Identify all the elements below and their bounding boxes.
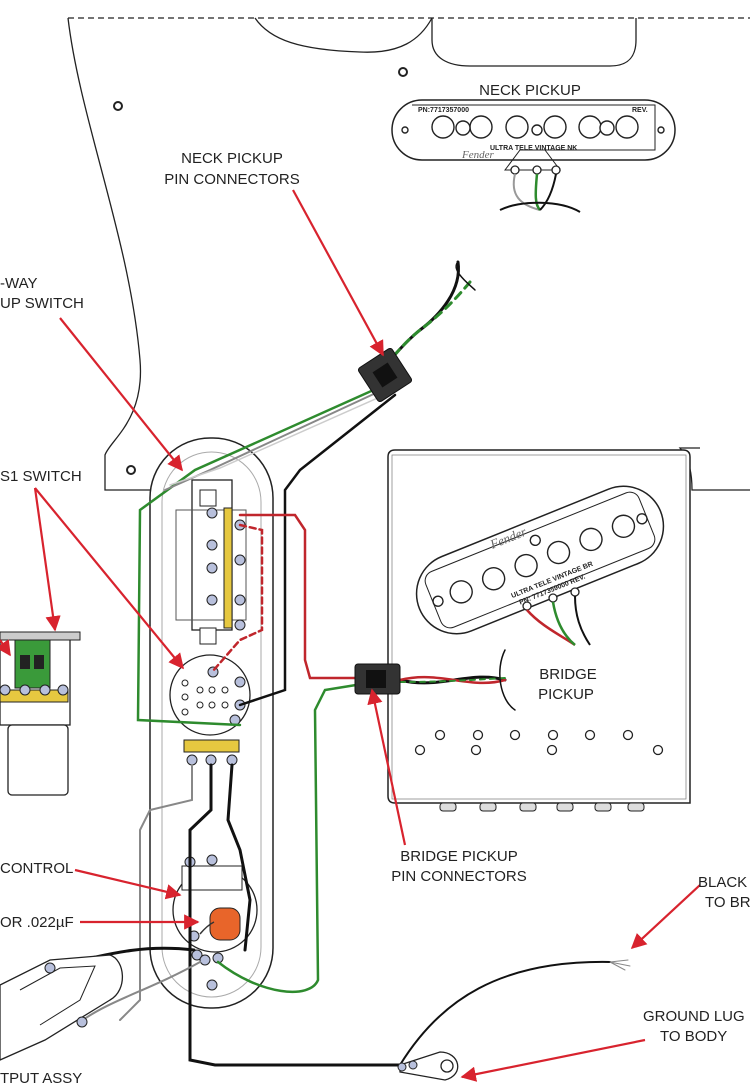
control-label: CONTROL — [0, 860, 73, 877]
capacitor — [209, 907, 241, 941]
bridge-pin-label-1: BRIDGE PICKUP — [400, 848, 518, 865]
black-wire-label-1: BLACK — [698, 874, 747, 891]
pickup-switch — [175, 479, 247, 645]
bridge-pickup: ULTRA TELE VINTAGE BR PN: 7717359000 REV… — [415, 485, 665, 635]
switch-label-2: UP SWITCH — [0, 295, 84, 312]
ground-lug-label-1: GROUND LUG — [643, 1008, 745, 1025]
labels: NECK PICKUP NECK PICKUP PIN CONNECTORS -… — [0, 82, 750, 1083]
capacitor-label: OR .022µF — [0, 914, 74, 931]
neck-pickup-label: NECK PICKUP — [479, 82, 581, 99]
switch-label-1: -WAY — [0, 275, 38, 292]
black-wire-label-2: TO BR — [705, 894, 750, 911]
neck-pickup-pn: PN:7717357000 — [418, 107, 469, 114]
s1-switch-label: S1 SWITCH — [0, 468, 82, 485]
s1-switch-side — [0, 631, 81, 796]
pickguard-outline — [67, 17, 750, 491]
ground-lug — [397, 1051, 459, 1081]
bridge-pin-label-2: PIN CONNECTORS — [391, 868, 527, 885]
ground-lug-label-2: TO BODY — [660, 1028, 727, 1045]
output-jack — [0, 954, 123, 1061]
bridge-pickup-label-2: PICKUP — [538, 686, 594, 703]
neck-pin-label-2: PIN CONNECTORS — [164, 171, 300, 188]
neck-pin-label-1: NECK PICKUP — [181, 150, 283, 167]
neck-pickup-model: ULTRA TELE VINTAGE NK — [490, 145, 577, 152]
neck-pickup: PN:7717357000 REV. ULTRA TELE VINTAGE NK… — [391, 99, 676, 213]
neck-pickup-brand: Fender — [461, 149, 494, 161]
bridge-pin-connector — [354, 663, 401, 695]
bridge-pickup-leads — [522, 587, 591, 647]
neck-pin-connector — [357, 347, 413, 403]
output-label: TPUT ASSY — [0, 1070, 82, 1083]
bridge-pickup-label-1: BRIDGE — [539, 666, 597, 683]
wires — [48, 260, 631, 1067]
neck-pickup-rev: REV. — [632, 107, 648, 114]
control-pot — [172, 854, 258, 991]
callout-arrows — [0, 189, 701, 1082]
